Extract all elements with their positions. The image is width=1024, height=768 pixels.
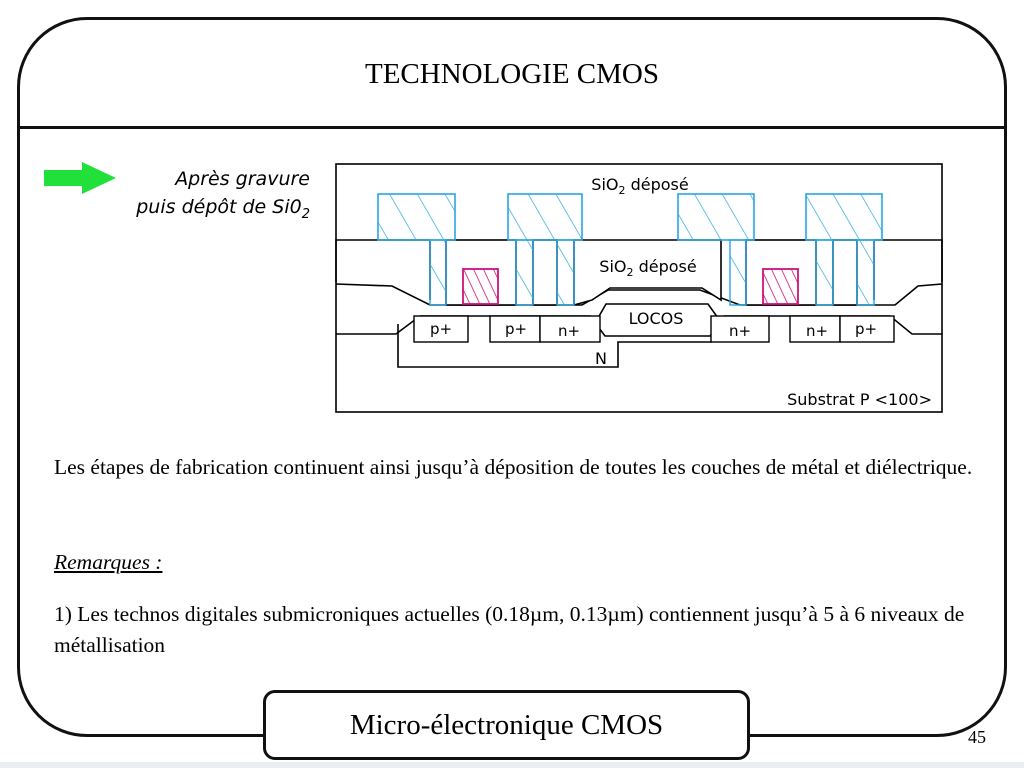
region-box-3 (539, 315, 601, 343)
region-label-4: n+ (729, 322, 751, 340)
region-label-1: p+ (430, 320, 452, 338)
page-number: 45 (968, 727, 986, 747)
region-box-4 (710, 315, 770, 343)
contact-openings (377, 193, 883, 306)
bottom-strip (0, 762, 1024, 768)
n-well-outline (397, 324, 712, 368)
poly-gate-left (462, 268, 499, 305)
oxide-surface-bottom (336, 315, 942, 337)
region-box-1 (413, 315, 469, 343)
locos-lower-edge (597, 303, 719, 319)
caption-line-1: Après gravure (175, 168, 310, 190)
deposit-block-center (573, 239, 722, 307)
slide-title: TECHNOLOGIE CMOS (364, 58, 660, 90)
remarks-heading: Remarques : (54, 550, 163, 574)
caption-line-2: puis dépôt de Si02 (136, 196, 310, 222)
n-well-label: N (595, 349, 607, 368)
region-box-5 (789, 315, 841, 343)
deposit-block-4 (832, 239, 858, 306)
region-label-2: p+ (505, 320, 527, 338)
green-arrow-icon (44, 162, 116, 194)
locos-label: LOCOS (629, 309, 684, 328)
body-paragraph: Les étapes de fabrication continuent ain… (54, 455, 973, 479)
deposit-block-2 (532, 239, 558, 306)
oxide-surface-top (335, 283, 943, 306)
title-divider (17, 126, 1007, 129)
region-box-6 (839, 315, 895, 343)
region-box-2 (489, 315, 541, 343)
substrate-label: Substrat P <100> (787, 390, 932, 409)
region-label-6: p+ (855, 320, 877, 338)
footer-title: Micro-électronique CMOS (263, 690, 750, 760)
region-label-5: n+ (806, 322, 828, 340)
remark-item-1: 1) Les technos digitales submicroniques … (54, 602, 965, 657)
deposit-label-top: SiO2 déposé (591, 175, 688, 197)
deposit-label-mid: SiO2 déposé (599, 257, 696, 279)
diagram-caption: Après gravure puis dépôt de Si02 (70, 165, 310, 229)
poly-gate-right (762, 268, 799, 305)
region-label-3: n+ (558, 322, 580, 340)
